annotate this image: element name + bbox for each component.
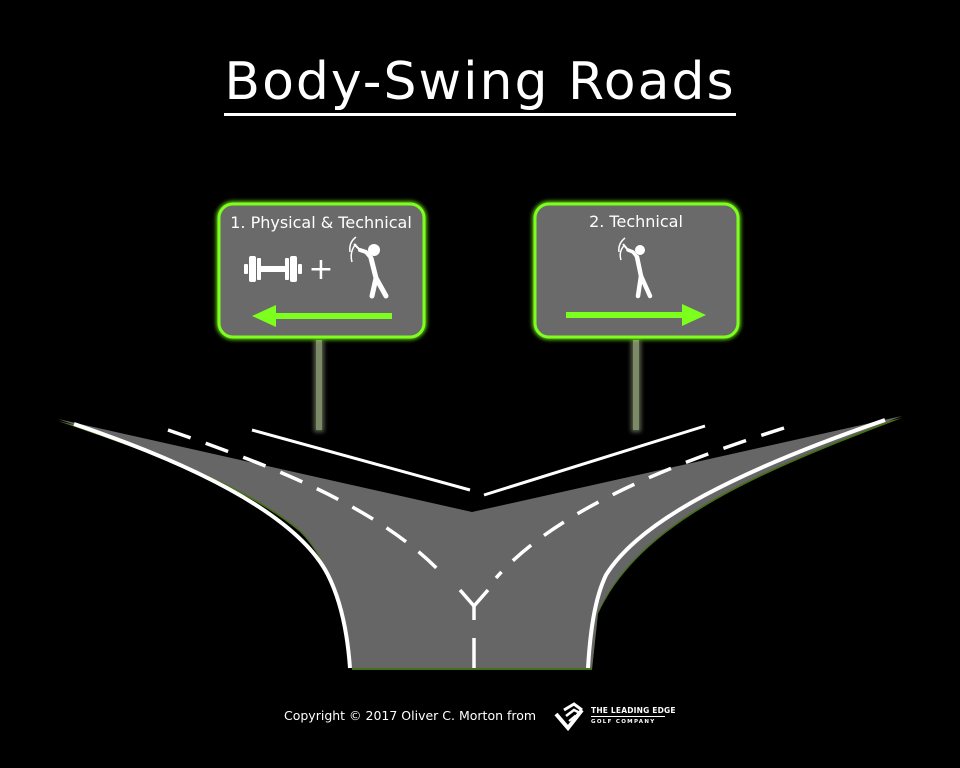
leading-edge-logo-icon [554,702,584,732]
forked-road [58,416,902,670]
page-title: Body-Swing Roads [0,52,960,116]
left-edge-line [73,422,352,669]
right-sign: 2. Technical [532,201,741,340]
brand-name: THE LEADING EDGE [591,706,676,715]
brand-subtitle: GOLF COMPANY [591,719,656,725]
right-edge-line [586,418,886,669]
left-sign: 1. Physical & Technical + [216,201,427,340]
left-sign-post [314,340,324,432]
road-marking-y [458,588,490,620]
left-arrow [252,305,392,327]
dumbbell-icon [244,256,302,282]
right-sign-label: 2. Technical [589,212,683,231]
golfer-icon [349,236,389,299]
right-inner-edge-line [483,424,706,497]
right-sign-post [631,340,641,432]
left-sign-label: 1. Physical & Technical [230,213,412,232]
right-arrow [566,304,706,326]
brand-divider [591,716,665,717]
left-inner-edge-line [251,428,471,492]
title-text: Body-Swing Roads [224,52,736,116]
copyright-credit: Copyright © 2017 Oliver C. Morton from [284,708,537,723]
plus-sign: + [308,252,333,287]
company-logo: THE LEADING EDGE GOLF COMPANY [554,700,684,734]
right-center-dashes [494,426,785,580]
golfer-icon [618,237,653,299]
